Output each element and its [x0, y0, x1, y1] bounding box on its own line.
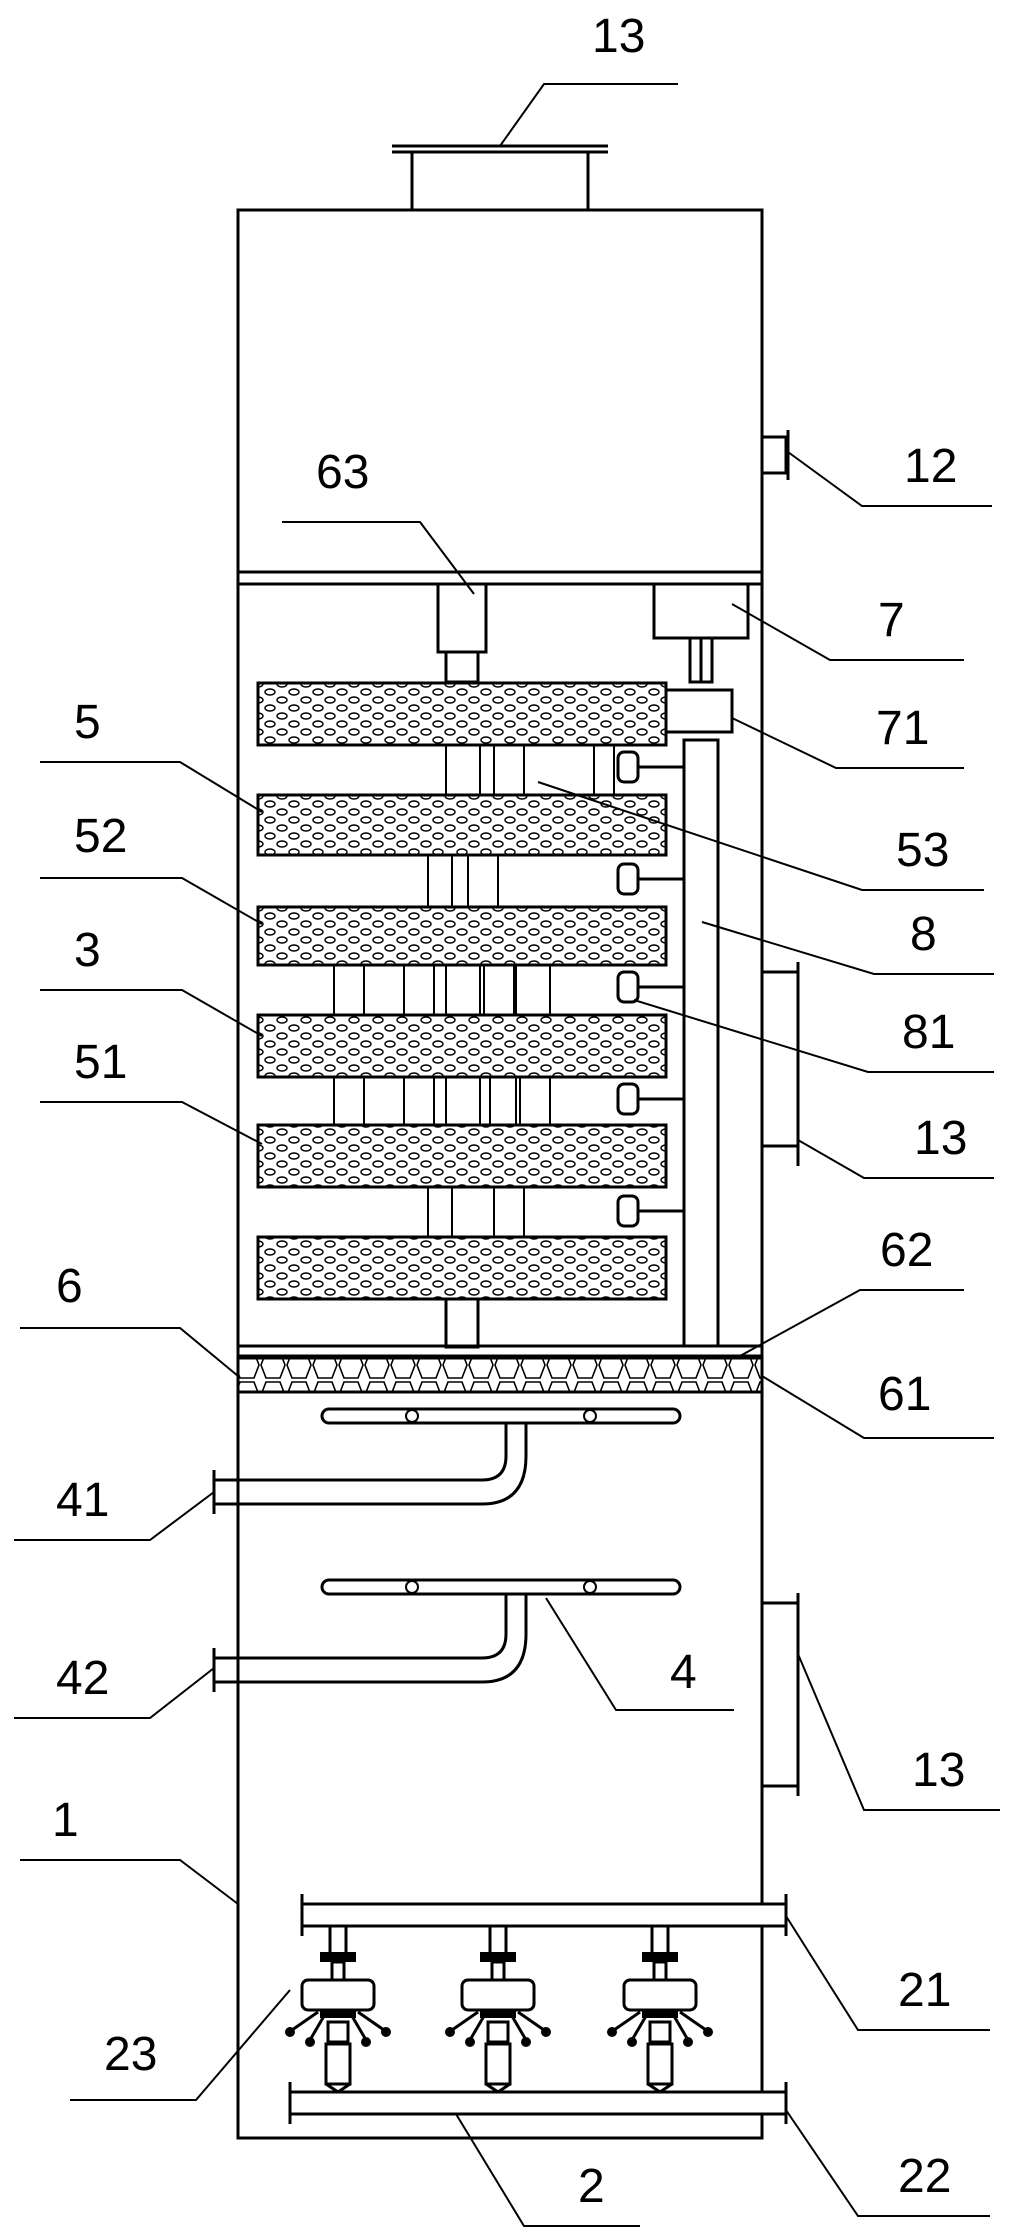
label-body-1: 1: [52, 1794, 79, 1847]
label-layer-51: 51: [74, 1036, 127, 1089]
joint-71: [664, 688, 734, 734]
valves-81: [616, 750, 684, 1228]
label-mesh-61: 61: [878, 1368, 931, 1421]
valve: [616, 1194, 684, 1228]
label-pipe-22: 22: [898, 2150, 951, 2203]
packing-layer: [256, 1123, 668, 1189]
label-pipe-2: 2: [578, 2160, 605, 2213]
mesh-61: [236, 1356, 764, 1394]
label-side-window-lower: 13: [912, 1744, 965, 1797]
label-pipe-41: 41: [56, 1474, 109, 1527]
leader-lines: [14, 83, 1000, 2227]
packing-layers: [256, 681, 668, 1301]
plate-62: [238, 1344, 762, 1358]
label-nozzle-23: 23: [104, 2028, 157, 2081]
packing-layer: [256, 905, 668, 967]
label-side-port-12: 12: [904, 440, 957, 493]
label-layer-52: 52: [74, 810, 127, 863]
side-window-upper: [760, 962, 800, 1166]
valve: [616, 970, 684, 1004]
pipe-21: [300, 1894, 788, 1936]
box-7: [652, 582, 750, 684]
label-top-outlet: 13: [592, 10, 645, 63]
packing-layer: [256, 681, 668, 747]
labels: 13 12 63 7 71 5 53 52 8 3 81 51 13 6 62 …: [52, 10, 967, 2213]
nozzle: [445, 1924, 551, 2094]
collector-pipe-8: [682, 738, 720, 1348]
packing-layer: [256, 1013, 668, 1079]
spray-pipe-41: [212, 1407, 682, 1514]
nozzle: [607, 1924, 713, 2094]
nozzle: [285, 1924, 391, 2094]
label-pipe-42: 42: [56, 1652, 109, 1705]
label-spray-4: 4: [670, 1646, 697, 1699]
label-item-53: 53: [896, 824, 949, 877]
label-plate-62: 62: [880, 1224, 933, 1277]
side-window-lower: [760, 1593, 800, 1796]
spray-pipe-42: [212, 1578, 682, 1692]
inlet-pipe-63: [436, 582, 488, 684]
label-box-7: 7: [878, 594, 905, 647]
label-pipe-21: 21: [898, 1964, 951, 2017]
pipe-2: [288, 2082, 788, 2124]
valve: [616, 1082, 684, 1116]
label-inlet-63: 63: [316, 446, 369, 499]
valve: [616, 862, 684, 896]
label-joint-71: 71: [876, 702, 929, 755]
label-item-81: 81: [902, 1006, 955, 1059]
label-side-window-upper: 13: [914, 1112, 967, 1165]
packing-layer: [256, 1235, 668, 1301]
side-port-12: [760, 430, 790, 480]
valve: [616, 750, 684, 784]
label-layer-5: 5: [74, 696, 101, 749]
label-plate-6: 6: [56, 1260, 83, 1313]
top-outlet: [392, 144, 608, 212]
label-part-3: 3: [74, 924, 101, 977]
label-item-8: 8: [910, 908, 937, 961]
nozzle-assembly-23: [285, 1924, 713, 2094]
